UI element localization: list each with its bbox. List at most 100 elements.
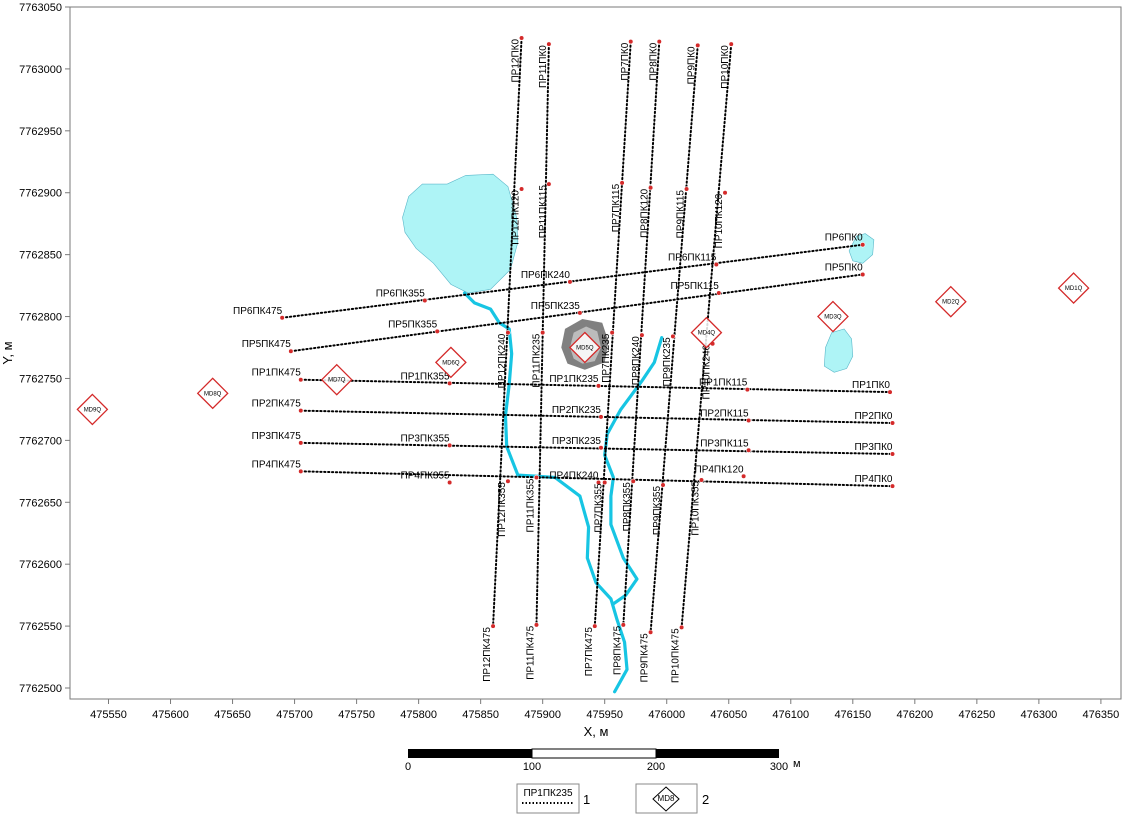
y-tick-label: 7763050 [19, 2, 62, 14]
legend-diamond-icon [652, 786, 680, 812]
profile-point-label: ПР10ПК240 [702, 344, 713, 399]
x-tick-label: 476100 [772, 709, 809, 721]
legend: ПР1ПК235 1 MD8 2 [516, 783, 709, 814]
y-tick-label: 7763000 [19, 64, 62, 76]
md-marker-label: MD2Q [942, 300, 960, 306]
profile-point-label: ПР7ПК235 [601, 333, 612, 383]
profile-point [598, 445, 604, 451]
profile-point [860, 242, 866, 248]
profile-point [602, 479, 608, 486]
profile-point-label: ПР5ПК475 [242, 339, 292, 350]
profile-point [713, 261, 719, 268]
md-marker-icon [568, 331, 601, 364]
profile-point [298, 440, 304, 446]
lake-large [402, 173, 519, 294]
profile-point [505, 330, 511, 336]
profile-point-label: ПР5ПК235 [531, 301, 581, 312]
x-tick-label: 476350 [1083, 709, 1120, 721]
profile-point-label: ПР11ПК235 [532, 333, 543, 387]
profile-point [447, 442, 453, 448]
x-tick-label: 475850 [462, 709, 499, 721]
profile-point-label: ПР9ПК475 [640, 633, 651, 683]
y-tick-label: 7762550 [19, 621, 62, 633]
profile-point [546, 181, 552, 187]
x-tick-label: 476150 [834, 709, 871, 721]
profile-point [279, 315, 285, 321]
profile-point [741, 473, 747, 479]
md-marker-icon [76, 393, 109, 426]
profile-point [422, 297, 428, 304]
profile-line-пр2 [299, 409, 894, 425]
profile-point-label: ПР2ПК475 [252, 399, 302, 410]
md-marker-icon [817, 300, 849, 333]
profile-point-label: ПР8ПК355 [622, 482, 633, 532]
y-tick-label: 7762500 [19, 683, 62, 695]
profile-point [595, 479, 602, 486]
md-marker-icon [434, 346, 467, 379]
profile-point-label: ПР6ПК475 [233, 306, 283, 317]
profile-point [679, 624, 685, 630]
legend-number-2: 2 [702, 792, 709, 807]
x-tick-label: 475550 [90, 709, 127, 721]
profile-point [609, 330, 615, 336]
y-tick-label: 7762850 [19, 250, 62, 262]
scale-unit: м [793, 758, 801, 770]
profile-point [660, 482, 666, 488]
profile-point-label: ПР6ПК115 [668, 253, 717, 264]
x-tick-label: 475600 [152, 709, 189, 721]
profile-point-label: ПР6ПК240 [521, 270, 571, 281]
x-axis-label: X, м [584, 724, 609, 739]
profile-point-label: ПР1ПК355 [401, 371, 451, 382]
scale-label-300: 300 [770, 761, 788, 773]
profile-point-label: ПР6ПК0 [825, 233, 863, 244]
x-tick-label: 475950 [586, 709, 623, 721]
y-tick-label: 7762750 [19, 373, 62, 385]
profile-point [889, 483, 896, 489]
profile-point [745, 417, 752, 424]
profile-point-label: ПР12ПК120 [511, 190, 522, 245]
legend-number-1: 1 [583, 792, 590, 807]
x-tick-label: 475750 [338, 709, 375, 721]
profile-point-label: ПР10ПК0 [720, 45, 731, 89]
x-tick-label: 476300 [1021, 709, 1058, 721]
profile-point [447, 479, 453, 486]
md-marker-label: MD6Q [442, 360, 460, 366]
profile-point [540, 330, 546, 336]
md-marker-icon [690, 316, 723, 349]
x-tick-label: 476200 [896, 709, 933, 721]
x-tick-label: 476050 [710, 709, 747, 721]
profile-point-label: ПР4ПК120 [695, 464, 745, 475]
legend-profile-sample: ПР1ПК235 [523, 788, 573, 799]
profile-point [620, 622, 626, 628]
legend-md-sample: MD8 [658, 794, 675, 803]
profile-point [619, 180, 625, 186]
profile-point [505, 478, 511, 484]
profile-point-label: ПР7ПК0 [620, 42, 631, 80]
profile-point-label: ПР3ПК475 [252, 431, 302, 442]
lake-small-bottom [823, 328, 854, 373]
x-tick-label: 475900 [524, 709, 561, 721]
profile-point [887, 389, 893, 395]
profile-point [533, 474, 540, 481]
profile-point-label: ПР8ПК240 [631, 336, 642, 386]
profile-point-label: ПР1ПК235 [549, 374, 599, 385]
profile-point [889, 451, 896, 457]
water-bodies [402, 173, 875, 373]
profile-point-label: ПР3ПК235 [552, 436, 602, 447]
profile-line-пр5 [289, 273, 864, 353]
md-marker-label: MD1Q [1065, 286, 1083, 292]
profile-point [546, 41, 552, 47]
profile-point-label: ПР10ПК355 [690, 481, 701, 536]
profile-point-label: ПР9ПК355 [652, 486, 663, 536]
profile-point-label: ПР10ПК475 [671, 628, 682, 683]
profile-point-label: ПР9ПК235 [662, 337, 673, 387]
y-tick-label: 7762650 [19, 497, 62, 509]
profile-point [744, 387, 750, 393]
profile-point-label: ПР4ПК475 [252, 459, 302, 470]
profile-point-label: ПР7ПК355 [594, 483, 605, 533]
profile-point-label: ПР3ПК0 [854, 442, 892, 453]
x-tick-label: 475800 [400, 709, 437, 721]
profile-point-label: ПР8ПК120 [640, 188, 651, 238]
profile-point-label: ПР2ПК0 [854, 411, 892, 422]
